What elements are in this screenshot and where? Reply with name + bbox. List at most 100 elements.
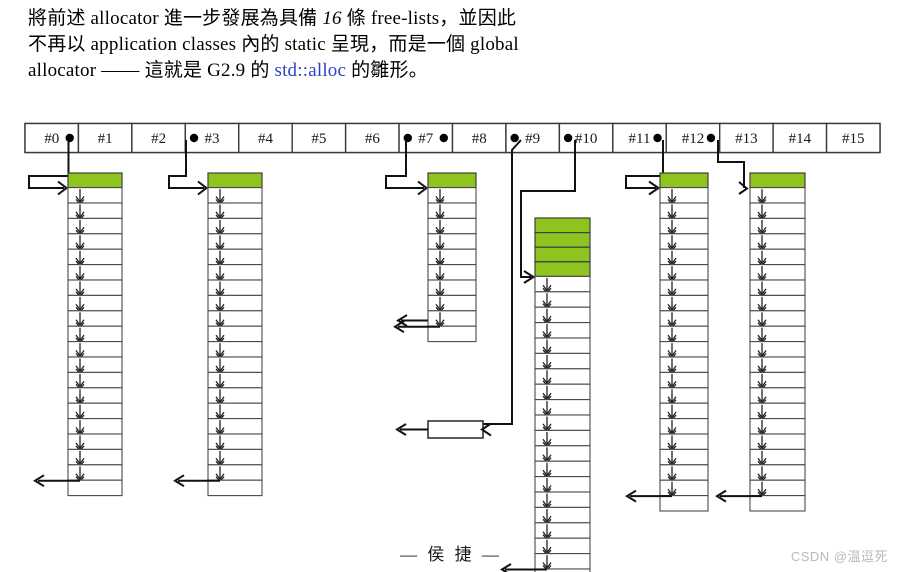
memory-block-free: [659, 187, 709, 204]
next-pointer-arrowhead-icon: [75, 473, 85, 481]
memory-block-free: [659, 248, 709, 266]
header-line-1-emphasis: 16: [322, 8, 342, 29]
next-pointer-arrowhead-icon: [215, 273, 225, 281]
column-11: [625, 172, 709, 512]
memory-block-free: [67, 217, 123, 235]
pointer-dot-icon: [510, 133, 519, 143]
next-pointer-arrowhead-icon: [215, 396, 225, 404]
index-cell-6[interactable]: #6: [344, 122, 400, 154]
memory-block-free: [207, 402, 263, 420]
memory-block-free: [67, 371, 123, 389]
next-pointer-arrowhead-icon: [757, 396, 767, 404]
index-cell-box[interactable]: [451, 122, 507, 154]
index-cell-5[interactable]: #5: [291, 122, 347, 154]
next-pointer-arrowhead-icon: [75, 226, 85, 234]
list-exit-arrowhead-icon: [500, 563, 512, 572]
memory-block-free: [659, 202, 709, 219]
memory-block-free: [427, 248, 477, 266]
memory-block-free: [67, 202, 123, 219]
memory-block-free: [207, 448, 263, 466]
index-cell-11[interactable]: #11: [612, 122, 667, 154]
memory-block-free: [67, 294, 123, 312]
next-pointer-arrowhead-icon: [75, 319, 85, 327]
index-cell-box[interactable]: [238, 122, 293, 154]
next-pointer-arrowhead-icon: [667, 427, 677, 435]
next-pointer-arrowhead-icon: [542, 377, 552, 385]
next-pointer-arrowhead-icon: [435, 319, 445, 327]
column-7-exit-arrow: [396, 314, 428, 327]
index-cell-3[interactable]: #3: [184, 122, 240, 154]
next-pointer-arrowhead-icon: [542, 346, 552, 354]
header-line-3-part-b: 的雛形。: [346, 60, 428, 81]
index-cell-12[interactable]: #12: [665, 122, 721, 154]
next-pointer-arrowhead-icon: [667, 488, 677, 496]
index-cell-13[interactable]: #13: [718, 122, 774, 154]
pointer-dot-icon: [403, 133, 412, 143]
index-cell-14[interactable]: #14: [772, 122, 828, 154]
memory-block-free: [427, 187, 477, 204]
memory-block-free: [207, 217, 263, 235]
memory-block-tail: [427, 325, 477, 343]
next-pointer-arrowhead-icon: [757, 334, 767, 342]
memory-block-free: [207, 187, 263, 204]
index-cell-9[interactable]: #9: [505, 122, 561, 154]
index-cell-15[interactable]: #15: [825, 122, 881, 154]
index-cell-1[interactable]: #1: [77, 122, 133, 154]
next-pointer-arrowhead-icon: [542, 546, 552, 554]
next-pointer-arrowhead-icon: [215, 473, 225, 481]
index-cell-box[interactable]: [131, 122, 187, 154]
memory-block-allocated: [749, 172, 806, 189]
next-pointer-arrowhead-icon: [542, 284, 552, 292]
memory-block-tail: [534, 568, 591, 572]
memory-block-free: [67, 464, 123, 481]
std-alloc-link[interactable]: std::alloc: [274, 60, 347, 81]
memory-block-tail: [749, 495, 806, 512]
next-pointer-arrowhead-icon: [215, 334, 225, 342]
index-cell-0[interactable]: #0: [24, 122, 80, 154]
index-cell-box[interactable]: [825, 122, 881, 154]
column-9: [500, 217, 591, 572]
index-cell-box[interactable]: [77, 122, 133, 154]
next-pointer-arrowhead-icon: [542, 454, 552, 462]
next-pointer-arrowhead-icon: [215, 211, 225, 219]
next-pointer-arrowhead-icon: [75, 365, 85, 373]
memory-block-free: [659, 325, 709, 343]
memory-block-free: [659, 448, 709, 466]
index-cell-10[interactable]: #10: [558, 122, 614, 154]
memory-block-free: [67, 248, 123, 266]
memory-block-free: [659, 464, 709, 481]
index-cell-box[interactable]: [344, 122, 400, 154]
header-line-1: 將前述 allocator 進一步發展為具備 16 條 free-lists，並…: [28, 6, 688, 32]
next-pointer-arrowhead-icon: [75, 427, 85, 435]
next-pointer-arrowhead-icon: [757, 211, 767, 219]
next-pointer-arrowhead-icon: [215, 257, 225, 265]
memory-block-free: [67, 418, 123, 435]
memory-block-free: [67, 264, 123, 281]
memory-block-free: [427, 294, 477, 312]
next-pointer-arrowhead-icon: [667, 211, 677, 219]
list-exit-arrowhead-icon: [625, 489, 637, 503]
next-pointer-arrowhead-icon: [757, 303, 767, 311]
page-title: 將前述 allocator 進一步發展為具備 16 條 free-lists，並…: [28, 6, 688, 84]
memory-block-free: [427, 279, 477, 296]
index-cell-8[interactable]: #8: [451, 122, 507, 154]
next-pointer-arrowhead-icon: [757, 365, 767, 373]
next-pointer-arrowhead-icon: [215, 288, 225, 296]
next-pointer-arrowhead-icon: [757, 350, 767, 358]
memory-block-free: [67, 433, 123, 450]
index-cell-2[interactable]: #2: [131, 122, 187, 154]
index-cell-label: #4: [258, 131, 274, 147]
next-pointer-arrowhead-icon: [215, 319, 225, 327]
header-line-2: 不再以 application classes 內的 static 呈現，而是一…: [28, 34, 519, 55]
memory-block-free: [207, 371, 263, 389]
memory-block-tail: [67, 479, 123, 497]
memory-block-free: [659, 356, 709, 373]
index-cell-4[interactable]: #4: [238, 122, 293, 154]
next-pointer-arrowhead-icon: [757, 488, 767, 496]
next-pointer-arrowhead-icon: [667, 196, 677, 204]
memory-block-free: [207, 233, 263, 250]
memory-block-free: [207, 341, 263, 358]
memory-block-allocated: [659, 172, 709, 189]
memory-block-free: [207, 294, 263, 312]
index-cell-7[interactable]: #7: [398, 122, 454, 154]
